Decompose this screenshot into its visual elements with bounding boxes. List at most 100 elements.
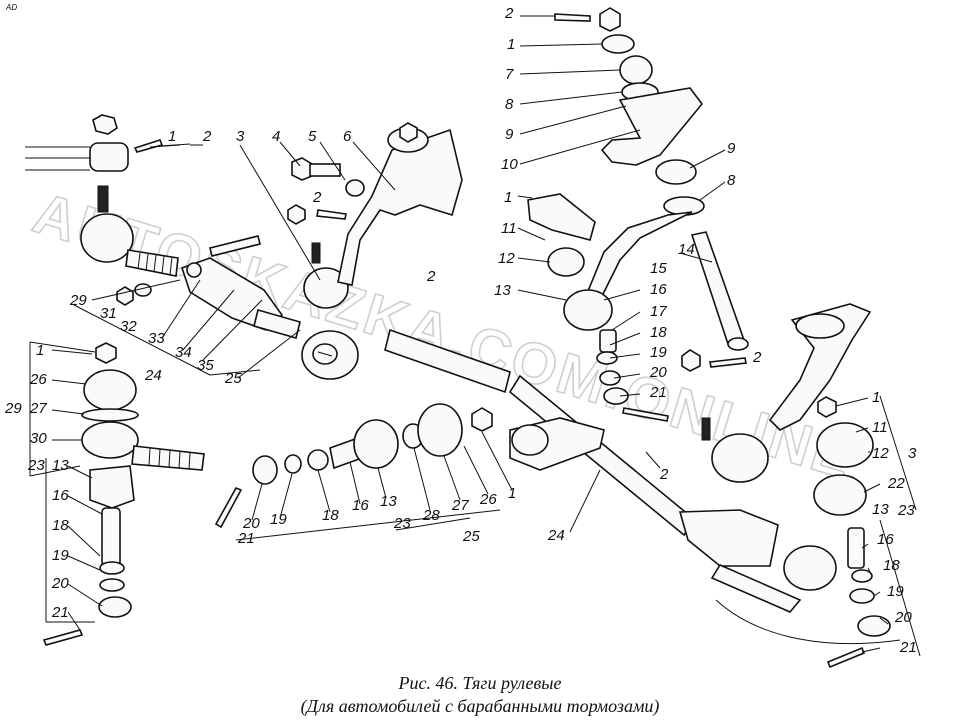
cotter-pin-top-right [554, 13, 591, 22]
cotter-pin-top-left [133, 139, 164, 153]
ball-joint-13 [563, 289, 613, 331]
callout-7: 7 [505, 66, 514, 83]
callout-2: 2 [504, 5, 514, 22]
callout-13: 13 [872, 501, 889, 518]
boot-27-center [417, 403, 463, 457]
corner-mark: AD [6, 3, 18, 12]
callout-32: 32 [120, 318, 137, 335]
callout-2: 2 [312, 189, 322, 206]
callout-2: 2 [752, 349, 762, 366]
callout-21: 21 [237, 530, 255, 547]
callout-8: 8 [727, 172, 736, 189]
callout-21: 21 [649, 384, 667, 401]
callout-10: 10 [501, 156, 518, 173]
callout-3: 3 [236, 128, 245, 145]
right-knuckle-eye [795, 313, 845, 339]
housing-13-center [353, 419, 399, 469]
cotter-pin-center [316, 209, 347, 220]
callout-3: 3 [908, 445, 917, 462]
housing-30-left [81, 421, 139, 459]
callout-6: 6 [343, 128, 352, 145]
callout-19: 19 [52, 547, 69, 564]
castle-nut-top-right [599, 7, 621, 32]
callout-8: 8 [505, 96, 514, 113]
ball-joint-housing-left [80, 213, 134, 263]
steering-arm-body [337, 128, 463, 286]
ball-joint-housing-right [711, 433, 769, 483]
callout-9: 9 [505, 126, 514, 143]
castle-nut-left-bottom [95, 342, 117, 364]
callout-30: 30 [30, 430, 47, 447]
castle-nut-center [287, 204, 306, 225]
plug-20-right [857, 615, 891, 637]
cotter-pin-21-left [42, 629, 84, 646]
ring-27-left [81, 408, 139, 422]
callout-4: 4 [272, 128, 280, 145]
callout-19: 19 [270, 511, 287, 528]
callout-1: 1 [504, 189, 512, 206]
right-knuckle-and-ball-joint [681, 303, 901, 669]
spring-18 [596, 351, 618, 365]
callout-22: 22 [887, 475, 905, 492]
left-tie-rod-end-group [25, 114, 191, 306]
tie-rod-tube-left [384, 328, 511, 394]
right-top-stack [527, 7, 749, 422]
cotter-pin-21-right [622, 407, 669, 422]
callout-20: 20 [242, 515, 260, 532]
leader-lines [29, 15, 921, 657]
callout-12: 12 [872, 445, 889, 462]
knuckle-arm-collar [655, 159, 697, 185]
castle-nut-right-2 [817, 396, 837, 418]
threaded-adapter [253, 309, 301, 339]
seat-19-left [99, 578, 125, 592]
callout-25: 25 [462, 528, 480, 545]
thread-lines [137, 252, 173, 276]
callout-12: 12 [498, 250, 515, 267]
clamp-bolt-head [186, 262, 202, 278]
dust-boot-top-left [89, 142, 129, 172]
callout-5: 5 [308, 128, 317, 145]
callout-21: 21 [899, 639, 917, 656]
boot-right [816, 422, 874, 468]
callout-16: 16 [52, 487, 69, 504]
lever-15 [584, 211, 693, 301]
steering-arm-6 [287, 122, 463, 286]
callout-1: 1 [872, 389, 880, 406]
callout-19: 19 [887, 583, 904, 600]
callout-16: 16 [877, 531, 894, 548]
callout-27: 27 [451, 497, 469, 514]
callout-24: 24 [547, 527, 565, 544]
callout-16: 16 [352, 497, 369, 514]
callout-23: 23 [897, 502, 915, 519]
ball-stud-top-left [97, 185, 109, 213]
callout-33: 33 [148, 330, 165, 347]
ball-joint-threaded-shank-left [125, 249, 179, 277]
callout-27: 27 [29, 400, 47, 417]
callout-18: 18 [52, 517, 69, 534]
callout-31: 31 [100, 305, 117, 322]
plug-20-left [98, 596, 132, 618]
threaded-shank-30-left [131, 445, 205, 471]
cotter-pin-right [709, 357, 747, 368]
callout-9: 9 [727, 140, 736, 157]
callout-19: 19 [650, 344, 667, 361]
ball-joint-22 [813, 474, 867, 516]
figure-caption-title: Рис. 46. Тяги рулевые [398, 673, 562, 693]
tie-rod-end-plug-right [511, 424, 549, 456]
callout-2: 2 [426, 268, 436, 285]
right-knuckle-arm [768, 303, 872, 431]
seat-18-center [307, 449, 329, 471]
cotter-pin-21-bottom-right [826, 646, 866, 669]
callout-18: 18 [322, 507, 339, 524]
ball-joint-end-right-bottom [783, 545, 837, 591]
left-bottom-stack [42, 342, 205, 646]
boot-26-left [83, 369, 137, 411]
thread-lines-left [148, 447, 191, 470]
washer-5 [345, 179, 365, 197]
callout-11: 11 [872, 419, 888, 436]
callout-25: 25 [224, 370, 242, 387]
callout-18: 18 [883, 557, 900, 574]
callout-28: 28 [422, 507, 440, 524]
housing-13-left [89, 465, 135, 509]
